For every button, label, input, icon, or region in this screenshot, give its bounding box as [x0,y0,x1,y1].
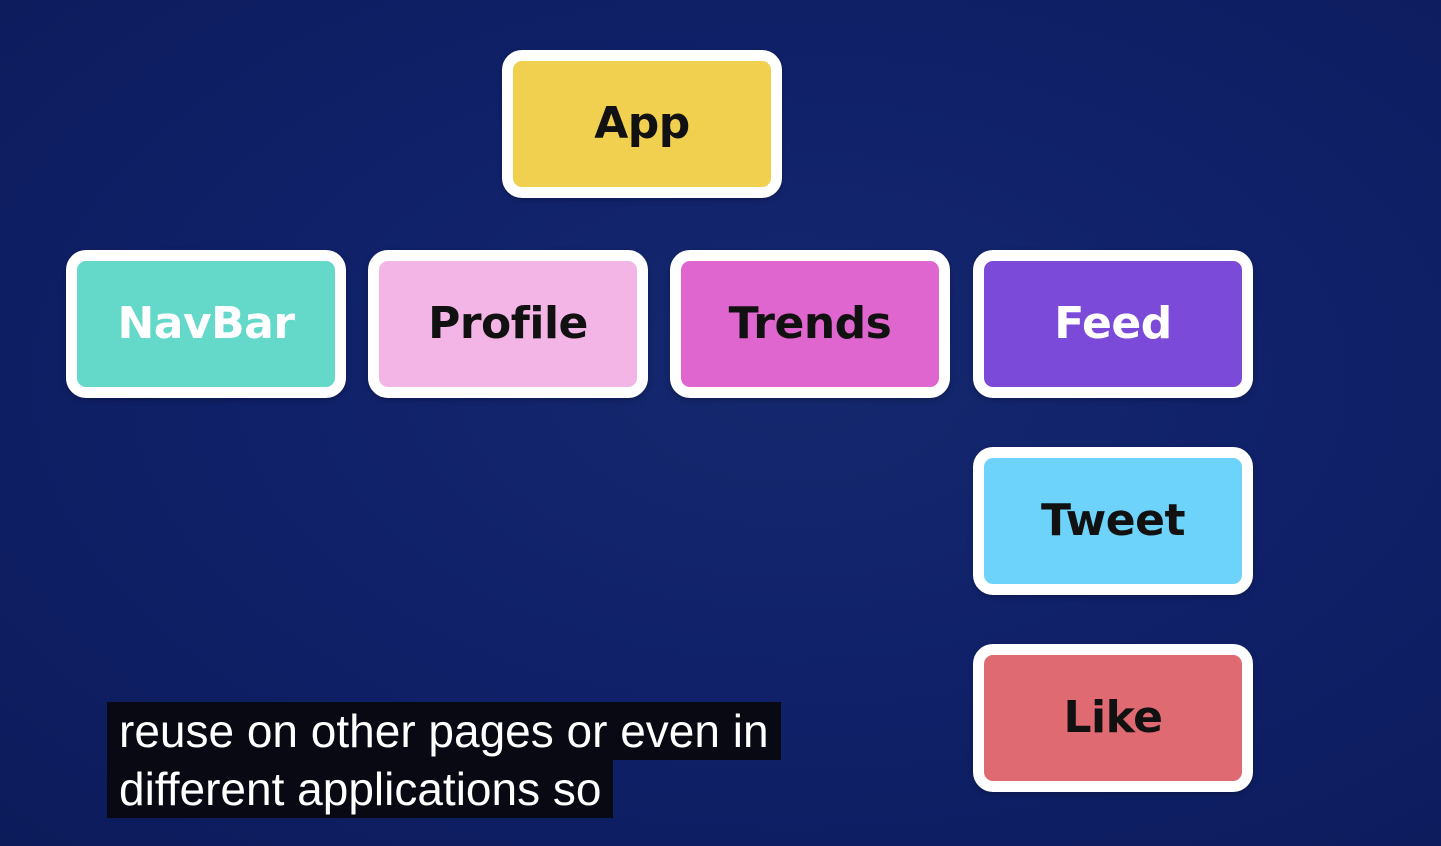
caption-line-1: reuse on other pages or even in [107,702,781,760]
node-tweet: Tweet [973,447,1253,595]
node-app: App [502,50,782,198]
node-trends: Trends [670,250,950,398]
node-like-label: Like [1063,692,1163,743]
node-navbar: NavBar [66,250,346,398]
caption-line-2: different applications so [107,760,614,818]
node-profile-label: Profile [428,298,588,349]
node-navbar-label: NavBar [117,298,295,349]
node-trends-label: Trends [728,298,892,349]
node-feed: Feed [973,250,1253,398]
node-like: Like [973,644,1253,792]
subtitle-caption: reuse on other pages or even in differen… [107,702,781,818]
node-profile: Profile [368,250,648,398]
node-tweet-label: Tweet [1040,495,1186,546]
node-app-label: App [594,98,690,149]
node-feed-label: Feed [1054,298,1172,349]
